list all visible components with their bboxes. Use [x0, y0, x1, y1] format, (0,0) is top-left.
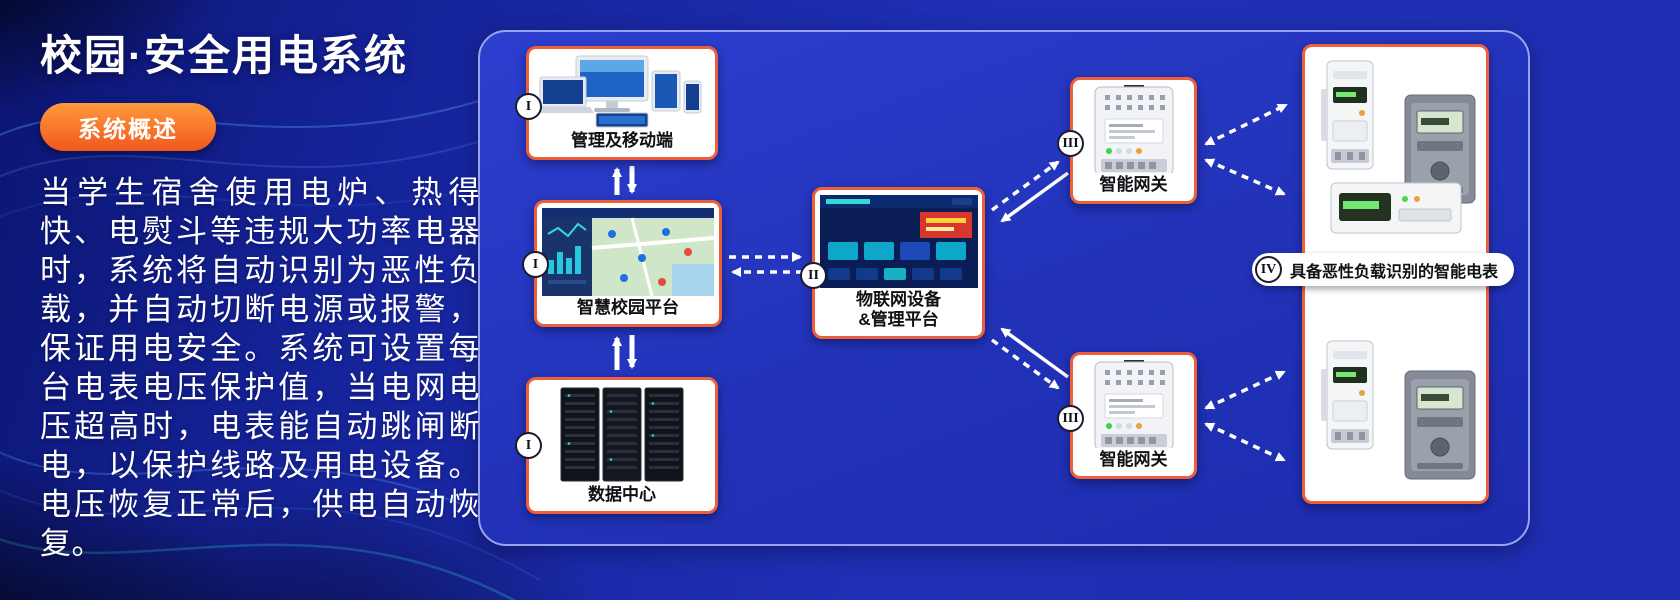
smart-meter-icon [1321, 60, 1374, 170]
node-smart-gateway-top: III [1057, 77, 1197, 204]
gateway-device-icon [1077, 360, 1190, 448]
meters-caption-pill: IV 具备恶性负载识别的智能电表 [1252, 253, 1515, 286]
server-racks-icon [533, 385, 711, 483]
node-data-center: I 数据中 [515, 377, 718, 514]
architecture-diagram-panel: I 管理及移动端 [478, 30, 1530, 546]
gateway-device-icon [1077, 85, 1190, 173]
node-label: 智能网关 [1099, 175, 1168, 194]
intro-panel: 校园·安全用电系统 系统概述 当学生宿舍使用电炉、热得快、电熨斗等违规大功率电器… [40, 16, 480, 563]
smart-meter-icon [1404, 370, 1476, 480]
node-label: 管理及移动端 [571, 131, 673, 150]
node-smart-gateway-bottom: III [1057, 352, 1197, 479]
node-label: 数据中心 [588, 485, 656, 504]
iot-dashboard-icon [819, 195, 978, 288]
node-label: 物联网设备 &管理平台 [856, 290, 941, 329]
numeral-badge: I [522, 251, 549, 278]
node-smart-campus-platform: I [522, 200, 722, 327]
smart-meter-icon [1330, 182, 1462, 234]
smart-meter-icon [1321, 340, 1374, 450]
campus-dashboard-icon [541, 208, 715, 296]
node-label: 智慧校园平台 [577, 298, 679, 317]
system-description: 当学生宿舍使用电炉、热得快、电熨斗等违规大功率电器时，系统将自动识别为恶性负载，… [40, 175, 480, 561]
node-management-mobile: I 管理及移动端 [515, 46, 718, 160]
meters-caption-label: 具备恶性负载识别的智能电表 [1290, 263, 1499, 281]
numeral-badge: III [1057, 405, 1084, 432]
node-label: 智能网关 [1099, 450, 1168, 469]
numeral-badge: IV [1255, 256, 1282, 283]
multi-device-icon [533, 54, 711, 129]
page-title: 校园·安全用电系统 [40, 32, 408, 79]
numeral-badge: I [515, 432, 542, 459]
numeral-badge: I [515, 93, 542, 120]
numeral-badge: III [1057, 130, 1084, 157]
numeral-badge: II [800, 262, 827, 289]
overview-badge: 系统概述 [40, 103, 216, 151]
node-iot-platform: II [800, 187, 985, 339]
